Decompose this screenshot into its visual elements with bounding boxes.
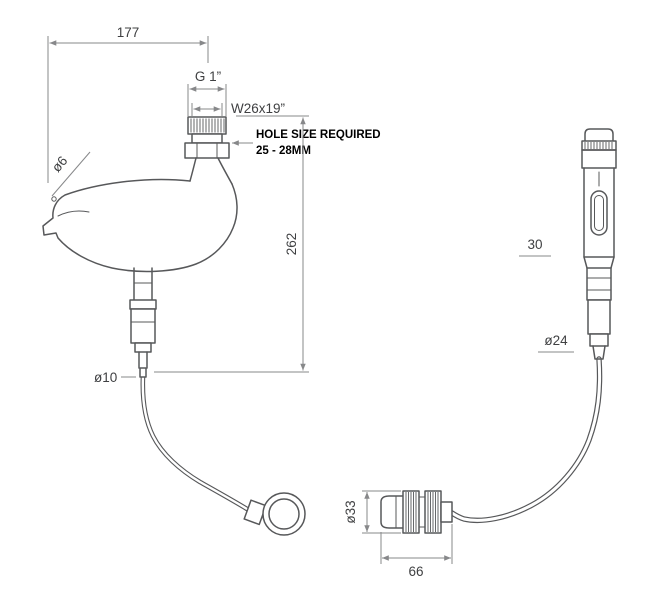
spray-knurl-band [581, 140, 617, 151]
dim-label-dia33: ø33 [343, 500, 358, 523]
connector-inner-ring [268, 498, 300, 530]
neck-right [217, 157, 233, 185]
spout-body [42, 178, 238, 273]
spray-barrel-joints [586, 277, 612, 291]
hose-coupling [380, 490, 453, 534]
coupling-groove [418, 496, 426, 528]
spray-collar [589, 333, 609, 347]
dim-label-w26: W26x19” [231, 101, 285, 116]
shank-ring-upper [129, 299, 157, 310]
dim-thread-g1: G 1” [187, 69, 227, 116]
spray-head [581, 149, 617, 169]
spray-hose [449, 356, 603, 524]
spray-button-inner [594, 195, 604, 231]
dim-supply-hose: ø10 [94, 370, 136, 385]
spout-hole [51, 196, 57, 202]
hose-end-connector [243, 492, 306, 536]
shank-block [130, 308, 156, 344]
thread-hatch [190, 118, 225, 133]
dim-spray-grip: 30 [519, 237, 551, 257]
coupling-cap [380, 495, 403, 529]
hand-spray [581, 128, 617, 360]
dim-coupling-length: 66 [380, 524, 453, 579]
spout-inner-line [57, 210, 90, 217]
spray-barrel [586, 267, 612, 301]
dim-thread-w26: W26x19” [191, 101, 285, 116]
hole-note-line1: HOLE SIZE REQUIRED [256, 129, 381, 141]
shank-lower-tube [138, 351, 148, 369]
nut-facets [196, 142, 218, 159]
dim-label-66: 66 [408, 564, 423, 579]
dim-label-g1: G 1” [195, 69, 221, 84]
neck-left [189, 157, 197, 182]
spray-taper [583, 256, 615, 269]
dim-label-262: 262 [284, 233, 299, 256]
shank-ring-lower [134, 342, 152, 353]
hose-nipple [139, 367, 147, 378]
hole-size-note: HOLE SIZE REQUIRED 25 - 28MM [232, 129, 381, 157]
supply-hose [140, 373, 250, 512]
shank [129, 267, 157, 378]
shank-tube [133, 267, 153, 301]
spray-nipple [592, 345, 606, 360]
hole-note-line2: 25 - 28MM [256, 145, 311, 157]
spout-body-outline [42, 178, 238, 273]
dim-label-dia10: ø10 [94, 370, 117, 385]
coupling-ring-1-hatch [405, 492, 417, 532]
coupling-ring-2-hatch [427, 492, 439, 532]
dim-label-30: 30 [527, 237, 542, 252]
dim-label-177: 177 [117, 25, 140, 40]
spray-lower-body [587, 299, 611, 335]
thread-fitting [184, 116, 233, 185]
dim-label-dia24: ø24 [544, 333, 568, 348]
thread-collar [191, 133, 223, 144]
spray-grip [583, 167, 615, 258]
spray-cap [584, 128, 614, 142]
spray-button-outer [590, 190, 608, 236]
lock-nut [184, 142, 230, 159]
dim-overall-height: 262 [154, 115, 309, 373]
dim-overall-width: 177 [47, 25, 209, 183]
dim-spray-body: ø24 [538, 333, 574, 353]
dim-coupling-dia: ø33 [343, 490, 401, 534]
coupling-tail [440, 501, 453, 523]
dim-label-dia6: ø6 [49, 153, 71, 175]
spray-knurl-hatch [584, 142, 613, 149]
